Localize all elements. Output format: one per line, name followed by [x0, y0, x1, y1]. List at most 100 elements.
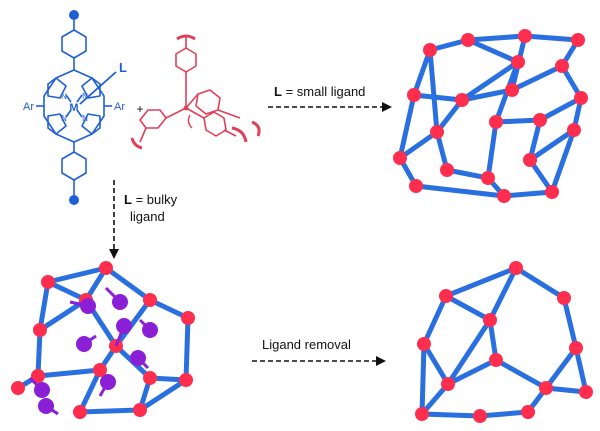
bulky-framework-edge: [137, 377, 189, 413]
bulky-ligand-icon: [100, 374, 116, 390]
removed-framework-edge: [419, 411, 483, 419]
removed-framework-edge: [445, 317, 493, 387]
top-framework-node-icon: [533, 113, 547, 127]
bulky-framework-node-icon: [181, 311, 195, 325]
top-framework-edge: [459, 59, 521, 103]
nitrogen-label-top-left: N: [61, 92, 67, 101]
bulky-framework-edge: [37, 279, 51, 333]
aryl-label-left: Ar: [23, 101, 34, 113]
bulky-ligand-icon: [112, 294, 128, 310]
arrow-small-ligand: L = small ligand: [268, 84, 392, 112]
bulky-framework-node-icon: [41, 275, 55, 289]
bulky-framework-edge: [35, 327, 43, 379]
bulky-ligand-icon: [142, 322, 158, 338]
top-framework-edge: [509, 63, 565, 93]
tetrahedral-linker: [130, 34, 261, 150]
arrow-ligand-removal: Ligand removal: [252, 337, 386, 366]
linker-left-connector-icon: [130, 137, 143, 150]
removed-framework-node-icon: [483, 313, 497, 327]
ligand-label: L: [119, 60, 127, 75]
ligand-removal-label: Ligand removal: [262, 337, 351, 352]
top-framework-node-icon: [497, 189, 511, 203]
pyrrole-bottom-right: [81, 113, 101, 135]
removed-framework-node-icon: [579, 385, 593, 399]
top-framework-node-icon: [555, 59, 569, 73]
small-ligand-L: L: [274, 84, 282, 99]
bottom-phenyl-ring: [61, 151, 87, 181]
top-framework-node-icon: [461, 33, 475, 47]
framework-interpenetrated: [393, 29, 588, 203]
porphyrin-building-block: [36, 10, 117, 205]
linker-right-connector-icon: [231, 126, 248, 143]
top-framework-node-icon: [423, 43, 437, 57]
removed-framework-edge: [573, 345, 589, 395]
bulky-ligand-icon: [130, 350, 146, 366]
top-framework-edge: [459, 87, 515, 103]
top-framework-node-icon: [489, 115, 503, 129]
removed-framework-node-icon: [489, 353, 503, 367]
bulky-framework-node-icon: [33, 323, 47, 337]
top-framework-edge: [537, 95, 584, 123]
removed-framework-edge: [513, 265, 567, 301]
top-framework-node-icon: [523, 153, 537, 167]
bulky-framework-node-icon: [179, 373, 193, 387]
removed-framework-edge: [443, 265, 519, 299]
removed-framework-edge: [419, 341, 427, 417]
top-phenyl-ring: [61, 29, 87, 59]
top-framework-edge: [427, 47, 440, 135]
top-framework-edge: [527, 127, 577, 163]
plus-sign: +: [136, 102, 143, 116]
bulky-framework-node-icon: [31, 369, 45, 383]
removed-framework-node-icon: [441, 377, 455, 391]
small-ligand-label: L = small ligand: [274, 84, 365, 99]
removed-framework-node-icon: [417, 337, 431, 351]
bulky-framework-node-icon: [133, 403, 147, 417]
pyrrole-top-right: [81, 77, 101, 99]
small-ligand-text: = small ligand: [282, 84, 365, 99]
bulky-framework-edge: [77, 407, 143, 415]
porphyrin-bottom-terminal-icon: [69, 195, 79, 205]
bulky-framework-edge: [183, 315, 191, 383]
top-framework-node-icon: [440, 163, 454, 177]
top-framework-node-icon: [481, 171, 495, 185]
removed-framework-edge: [421, 293, 449, 347]
top-framework-edge: [411, 47, 433, 98]
bulky-ligand-icon: [38, 398, 54, 414]
removed-framework-edge: [445, 357, 499, 387]
axial-ligand-bond: [79, 71, 117, 105]
top-framework-node-icon: [567, 123, 581, 137]
removed-framework-edge: [487, 265, 519, 323]
removed-framework-edge: [561, 295, 579, 351]
metal-label: M: [69, 102, 78, 114]
removed-framework-node-icon: [473, 409, 487, 423]
top-framework-node-icon: [545, 185, 559, 199]
bulky-ligand-L: L: [124, 192, 132, 207]
framework-after-removal: [415, 261, 593, 423]
arrow-bulky-ligand: L = bulky ligand: [109, 180, 178, 259]
top-framework-edge: [465, 37, 521, 65]
top-framework-node-icon: [393, 151, 407, 165]
bulky-framework-node-icon: [93, 363, 107, 377]
removed-framework-node-icon: [521, 405, 535, 419]
bulky-ligand-icon: [80, 298, 96, 314]
top-framework-edge: [465, 33, 528, 43]
bulky-framework-node-icon: [73, 405, 87, 419]
bulky-framework-node-icon: [143, 293, 157, 307]
bulky-framework-edge: [147, 297, 191, 321]
porphyrin-top-terminal-icon: [69, 10, 79, 20]
top-framework-edge: [413, 183, 507, 199]
linker-back-connector-icon: [251, 120, 261, 137]
top-framework-node-icon: [407, 88, 421, 102]
bulky-ligand-icon: [116, 318, 132, 334]
bulky-framework-node-icon: [99, 261, 113, 275]
bulky-ligand-label-line2: ligand: [130, 209, 165, 224]
top-framework-node-icon: [430, 125, 444, 139]
removed-framework-edge: [493, 357, 549, 391]
removed-framework-node-icon: [439, 289, 453, 303]
arrowhead-icon: [382, 102, 392, 112]
top-framework-edge: [501, 189, 555, 199]
top-framework-node-icon: [409, 179, 423, 193]
nitrogen-label-bottom-right: N: [82, 114, 88, 123]
bulky-framework-edge: [35, 367, 103, 379]
